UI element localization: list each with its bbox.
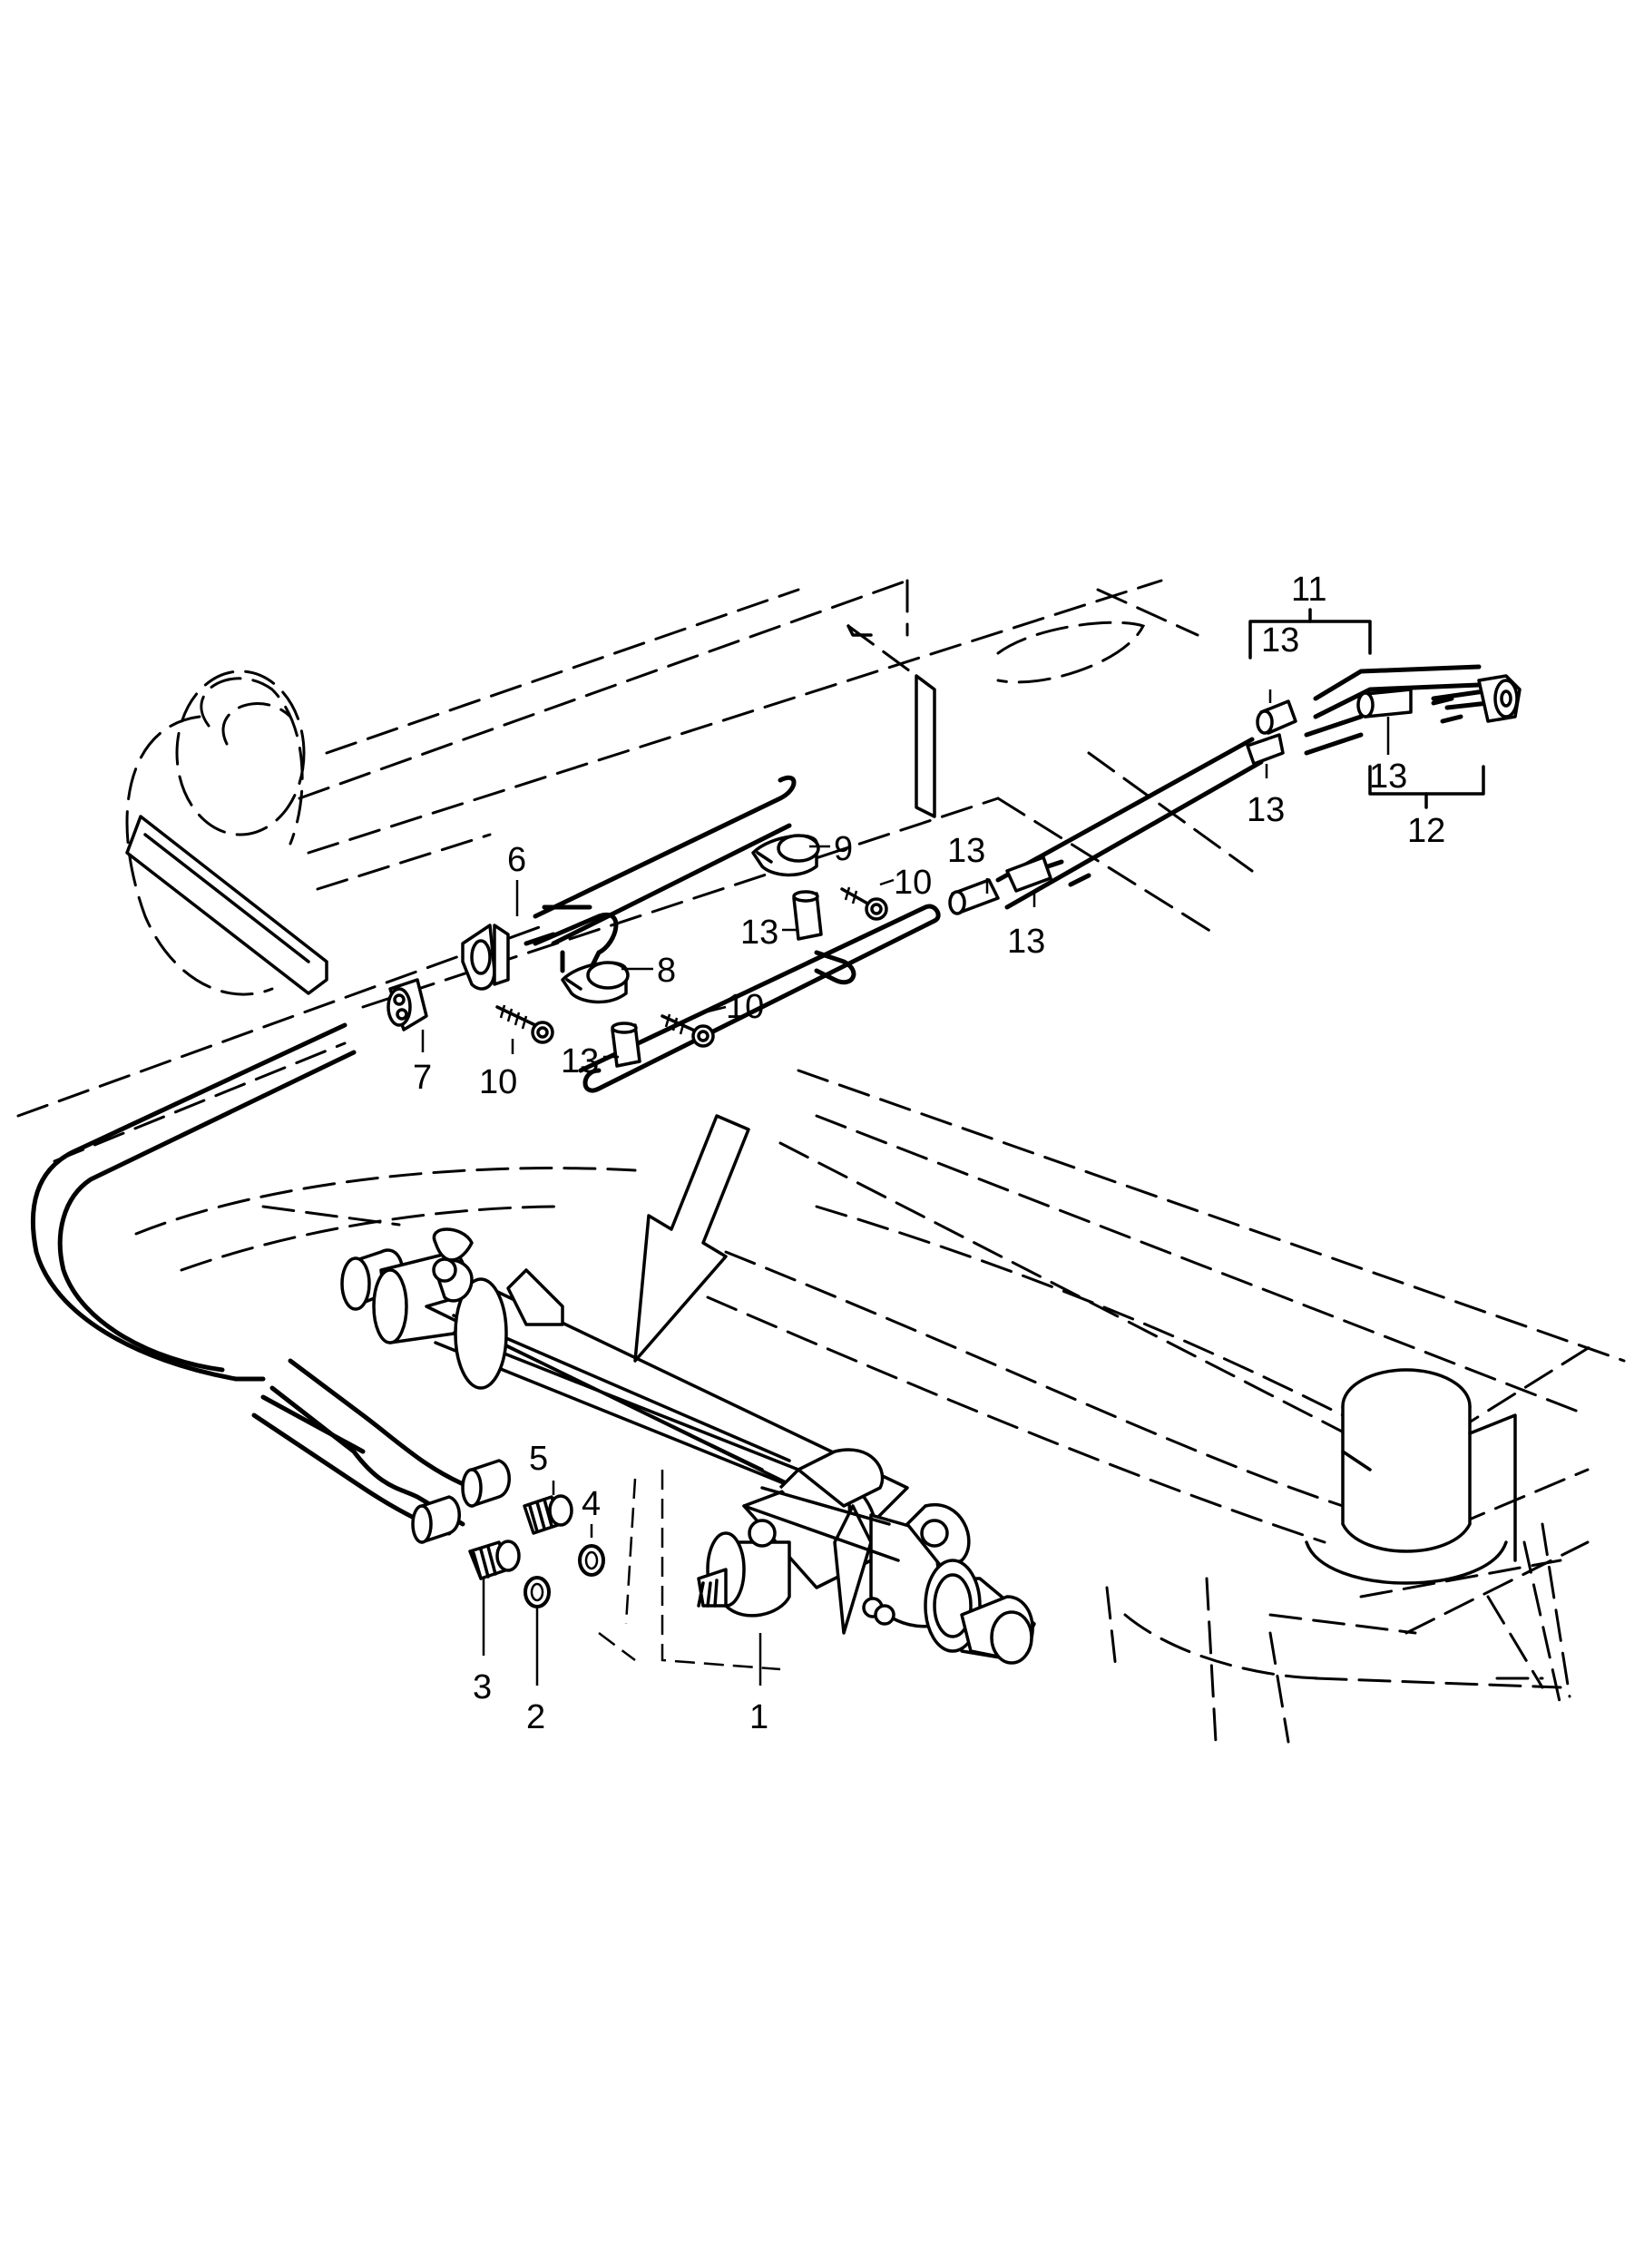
leader-lines (421, 689, 1390, 1686)
callout-13f: 13 (1247, 791, 1285, 829)
group-brackets (1248, 608, 1485, 809)
callout-labels: 1 2 3 4 5 6 7 8 9 10 10 10 11 12 13 13 1… (413, 571, 1445, 1736)
callout-13g: 13 (1369, 758, 1407, 796)
callout-13a: 13 (561, 1042, 599, 1080)
callout-9: 9 (834, 830, 853, 868)
callout-10a: 10 (479, 1063, 517, 1101)
callout-6: 6 (507, 841, 526, 879)
fittings (411, 1459, 605, 1608)
callout-13d: 13 (1007, 923, 1045, 961)
callout-11: 11 (1291, 571, 1326, 609)
callout-10c: 10 (894, 864, 932, 902)
callout-7: 7 (413, 1059, 432, 1097)
callout-13e: 13 (1261, 621, 1299, 660)
direction-arrow (633, 1114, 750, 1363)
callout-3: 3 (473, 1668, 492, 1706)
callout-1: 1 (749, 1698, 768, 1736)
left-rail (125, 815, 328, 995)
pillar-outline (846, 624, 936, 818)
callout-4: 4 (582, 1485, 601, 1523)
steering-gear (340, 1227, 1036, 1665)
callout-8: 8 (657, 952, 676, 990)
steering-lines (30, 664, 1509, 1536)
callout-2: 2 (526, 1698, 545, 1736)
callout-13c: 13 (947, 832, 985, 870)
clamps (387, 834, 888, 1048)
callout-10b: 10 (726, 988, 764, 1026)
callout-5: 5 (529, 1440, 548, 1478)
callout-12: 12 (1407, 812, 1445, 850)
banjo-fitting (1477, 674, 1522, 723)
hose-sleeves (611, 688, 1413, 1068)
callout-13b: 13 (740, 914, 778, 952)
